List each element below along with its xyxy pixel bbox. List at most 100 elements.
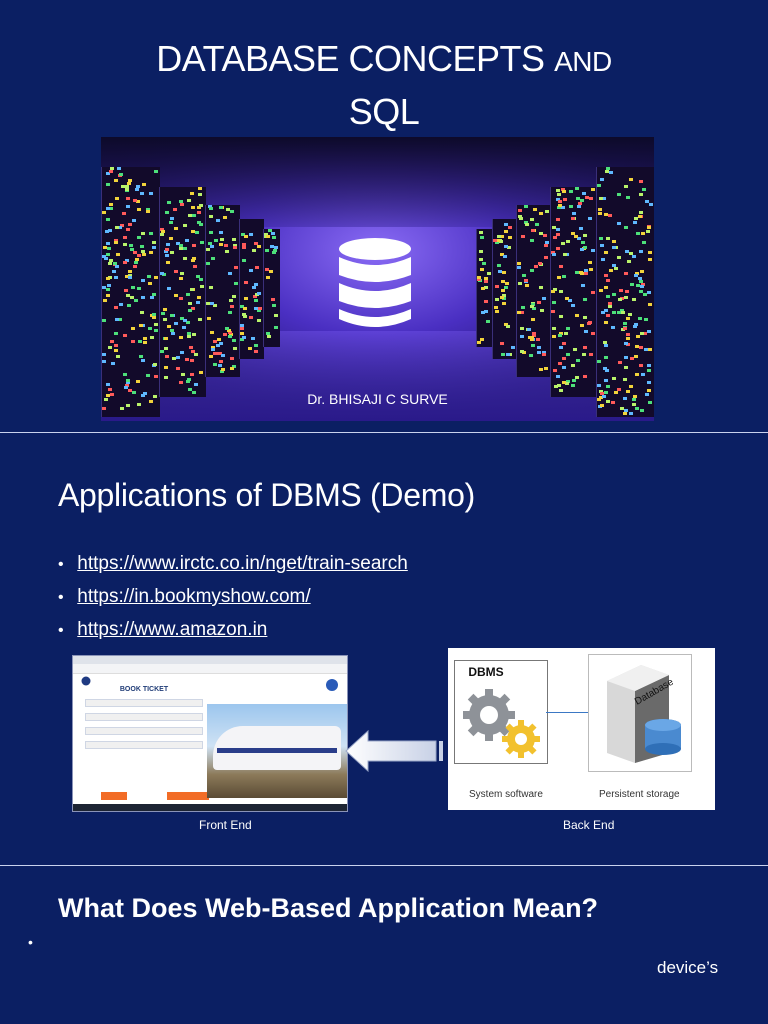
rack-led (581, 241, 585, 244)
rack-led (552, 226, 556, 229)
rack-led (543, 234, 547, 237)
dbms-label: DBMS (468, 665, 504, 679)
rack-led (251, 337, 255, 340)
rack-led (556, 233, 560, 236)
rack-led (143, 337, 147, 340)
rack-led (609, 269, 613, 272)
rack-led (559, 332, 563, 335)
rack-led (206, 248, 210, 251)
rack-led (219, 231, 223, 234)
rack-led (107, 284, 111, 287)
rack-led (569, 205, 573, 208)
rack-led (141, 324, 145, 327)
rack-led (140, 192, 144, 195)
rack-led (154, 329, 158, 332)
rack-led (220, 370, 224, 373)
rack-led (137, 403, 141, 406)
rack-led (165, 254, 169, 257)
rack-led (558, 334, 562, 337)
browser-address-bar (73, 664, 347, 674)
bookmyshow-link[interactable]: https://in.bookmyshow.com/ (77, 586, 311, 607)
system-software-caption: System software (469, 789, 543, 800)
rack-led (634, 355, 638, 358)
rack-led (130, 296, 134, 299)
rack-led (583, 246, 587, 249)
rack-led (271, 298, 275, 301)
rack-led (106, 288, 110, 291)
rack-led (639, 346, 643, 349)
rack-led (206, 302, 210, 305)
server-rack (492, 219, 517, 359)
rack-led (580, 248, 584, 251)
rack-led (524, 221, 528, 224)
rack-led (120, 407, 124, 410)
rack-led (173, 208, 177, 211)
rack-led (537, 351, 541, 354)
rack-led (240, 338, 244, 341)
rack-led (552, 301, 556, 304)
rack-led (244, 297, 248, 300)
rack-led (575, 187, 579, 190)
rack-led (563, 253, 567, 256)
rack-led (138, 340, 142, 343)
rack-led (124, 386, 128, 389)
rack-led (624, 356, 628, 359)
rack-led (207, 317, 211, 320)
rack-led (530, 305, 534, 308)
rack-led (624, 226, 628, 229)
rack-led (496, 239, 500, 242)
rack-led (482, 262, 486, 265)
rack-led (243, 315, 247, 318)
front-end-caption: Front End (199, 818, 252, 832)
rack-led (132, 219, 136, 222)
book-ticket-heading: BOOK TICKET (119, 686, 169, 693)
rack-led (186, 321, 190, 324)
rack-led (591, 188, 595, 191)
rack-led (123, 261, 127, 264)
rack-led (566, 380, 570, 383)
rack-led (559, 315, 563, 318)
rack-led (533, 208, 537, 211)
rack-led (232, 339, 236, 342)
rack-led (544, 367, 548, 370)
rack-led (524, 279, 528, 282)
rack-led (232, 238, 236, 241)
rack-led (576, 197, 580, 200)
rack-led (604, 213, 608, 216)
rack-led (220, 238, 224, 241)
server-rack (550, 187, 597, 397)
rack-led (635, 272, 639, 275)
rack-led (181, 373, 185, 376)
rack-led (176, 356, 180, 359)
rack-led (167, 287, 171, 290)
rack-led (180, 351, 184, 354)
rack-led (108, 388, 112, 391)
slide-divider (0, 865, 768, 866)
rack-led (571, 232, 575, 235)
rack-led (127, 182, 131, 185)
rack-led (113, 262, 117, 265)
rack-led (608, 302, 612, 305)
rack-led (183, 247, 187, 250)
rack-led (191, 230, 195, 233)
rack-led (185, 239, 189, 242)
rack-led (154, 276, 158, 279)
rack-led (612, 246, 616, 249)
amazon-link[interactable]: https://www.amazon.in (77, 619, 268, 640)
rack-led (617, 256, 621, 259)
rack-led (636, 232, 640, 235)
rack-led (521, 306, 525, 309)
rack-led (170, 217, 174, 220)
irctc-link[interactable]: https://www.irctc.co.in/nget/train-searc… (77, 553, 408, 574)
rack-led (564, 332, 568, 335)
rack-led (107, 247, 111, 250)
rack-led (126, 197, 130, 200)
rack-led (517, 311, 521, 314)
rack-led (225, 250, 229, 253)
rack-led (254, 350, 258, 353)
list-item: • https://www.irctc.co.in/nget/train-sea… (58, 548, 408, 581)
server-rack (101, 167, 160, 417)
rack-led (160, 233, 164, 236)
rack-led (584, 269, 588, 272)
rack-led (189, 346, 193, 349)
